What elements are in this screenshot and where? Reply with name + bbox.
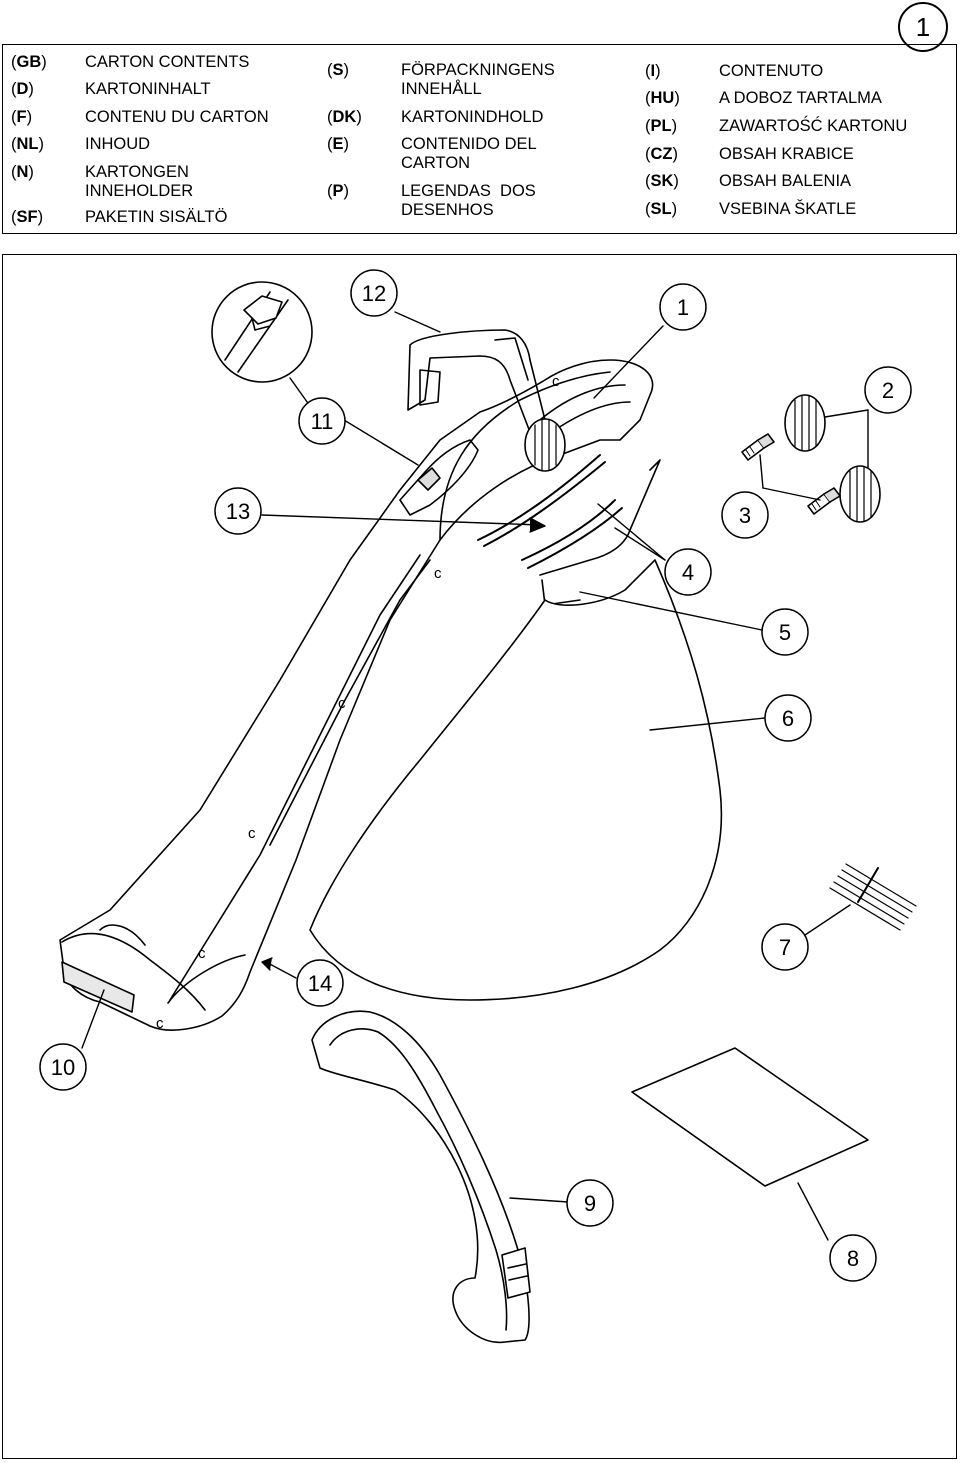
callout-4: 4 bbox=[664, 548, 712, 596]
legend-code: SK bbox=[650, 172, 674, 190]
drawing-frame bbox=[2, 254, 957, 1459]
svg-text:c: c bbox=[156, 1015, 164, 1032]
blower-vacuum-body: c c c c c c bbox=[59, 329, 661, 1032]
legend-code: F bbox=[16, 108, 27, 126]
knob-1 bbox=[784, 394, 826, 452]
legend-label: CARTON CONTENTS bbox=[85, 53, 250, 71]
legend-code: DK bbox=[332, 108, 357, 126]
legend-label: LEGENDAS DOS DESENHOS bbox=[401, 182, 536, 219]
legend-label: OBSAH BALENIA bbox=[719, 172, 852, 190]
legend-code: SF bbox=[16, 208, 38, 226]
page-number: 1 bbox=[915, 11, 931, 42]
collection-bag bbox=[309, 559, 723, 1001]
cable-ties bbox=[829, 863, 917, 931]
svg-text:c: c bbox=[248, 825, 256, 842]
legend-label: CONTENU DU CARTON bbox=[85, 108, 269, 126]
legend-box: (GB) CARTON CONTENTS (D) KARTONINHALT (F… bbox=[2, 44, 957, 234]
legend-code: GB bbox=[16, 53, 42, 71]
callout-7: 7 bbox=[761, 923, 809, 971]
callout-label: 2 bbox=[882, 378, 894, 403]
legend-label: CONTENUTO bbox=[719, 62, 824, 80]
callout-label: 13 bbox=[226, 499, 250, 524]
callout-label: 9 bbox=[584, 1191, 596, 1216]
legend-code: PL bbox=[650, 117, 672, 135]
callout-5: 5 bbox=[761, 608, 809, 656]
shoulder-strap bbox=[311, 1010, 531, 1344]
instruction-sheet bbox=[631, 1047, 869, 1187]
legend-label: KARTONGEN INNEHOLDER bbox=[85, 163, 194, 200]
callout-11: 11 bbox=[298, 397, 346, 445]
legend-code: NL bbox=[16, 135, 39, 153]
callout-12: 12 bbox=[350, 269, 398, 317]
legend-code: N bbox=[16, 163, 29, 181]
legend-label: VSEBINA ŠKATLE bbox=[719, 200, 857, 218]
callout-label: 10 bbox=[51, 1055, 75, 1080]
legend-label: PAKETIN SISÄLTÖ bbox=[85, 208, 228, 226]
legend-label: OBSAH KRABICE bbox=[719, 145, 854, 163]
legend-code: I bbox=[650, 62, 656, 80]
callout-9: 9 bbox=[566, 1179, 614, 1227]
callout-label: 8 bbox=[847, 1246, 859, 1271]
legend-code: D bbox=[16, 80, 29, 98]
svg-text:c: c bbox=[552, 373, 560, 390]
svg-text:c: c bbox=[338, 695, 346, 712]
legend-code: CZ bbox=[650, 145, 673, 163]
knob-2 bbox=[839, 465, 881, 523]
screw-1 bbox=[741, 433, 775, 461]
svg-text:c: c bbox=[434, 565, 442, 582]
legend-code: SL bbox=[650, 200, 672, 218]
legend-label: KARTONINDHOLD bbox=[401, 108, 544, 126]
detail-inset bbox=[211, 281, 313, 383]
callout-6: 6 bbox=[764, 694, 812, 742]
legend-label: KARTONINHALT bbox=[85, 80, 211, 98]
legend-code: S bbox=[332, 61, 344, 79]
legend-code: E bbox=[332, 135, 344, 153]
housing-knob bbox=[524, 418, 566, 472]
page-number-badge: 1 bbox=[898, 2, 948, 52]
callout-label: 1 bbox=[677, 295, 689, 320]
legend-label: A DOBOZ TARTALMA bbox=[719, 89, 882, 107]
callout-label: 4 bbox=[682, 560, 694, 585]
callout-14: 14 bbox=[296, 959, 344, 1007]
callout-label: 14 bbox=[308, 971, 332, 996]
callout-3: 3 bbox=[721, 491, 769, 539]
callout-label: 5 bbox=[779, 620, 791, 645]
callout-1: 1 bbox=[659, 283, 707, 331]
svg-text:c: c bbox=[198, 945, 206, 962]
callout-label: 11 bbox=[311, 409, 334, 434]
callout-label: 6 bbox=[782, 706, 794, 731]
legend-code: P bbox=[332, 182, 344, 200]
legend-label: FÖRPACKNINGENS INNEHÅLL bbox=[401, 61, 555, 98]
screw-2 bbox=[807, 487, 841, 515]
leader-lines bbox=[81, 311, 869, 1241]
callout-10: 10 bbox=[39, 1043, 87, 1091]
legend-code: HU bbox=[650, 89, 675, 107]
callout-label: 3 bbox=[739, 503, 751, 528]
callout-13: 13 bbox=[214, 487, 262, 535]
callout-label: 7 bbox=[779, 935, 791, 960]
legend-label: ZAWARTOŚĆ KARTONU bbox=[719, 117, 908, 135]
callout-label: 12 bbox=[362, 281, 386, 306]
callouts: 1 2 3 4 5 6 7 8 bbox=[39, 269, 912, 1282]
callout-2: 2 bbox=[864, 366, 912, 414]
legend-label: INHOUD bbox=[85, 135, 151, 153]
callout-8: 8 bbox=[829, 1234, 877, 1282]
legend-label: CONTENIDO DEL CARTON bbox=[401, 135, 537, 172]
